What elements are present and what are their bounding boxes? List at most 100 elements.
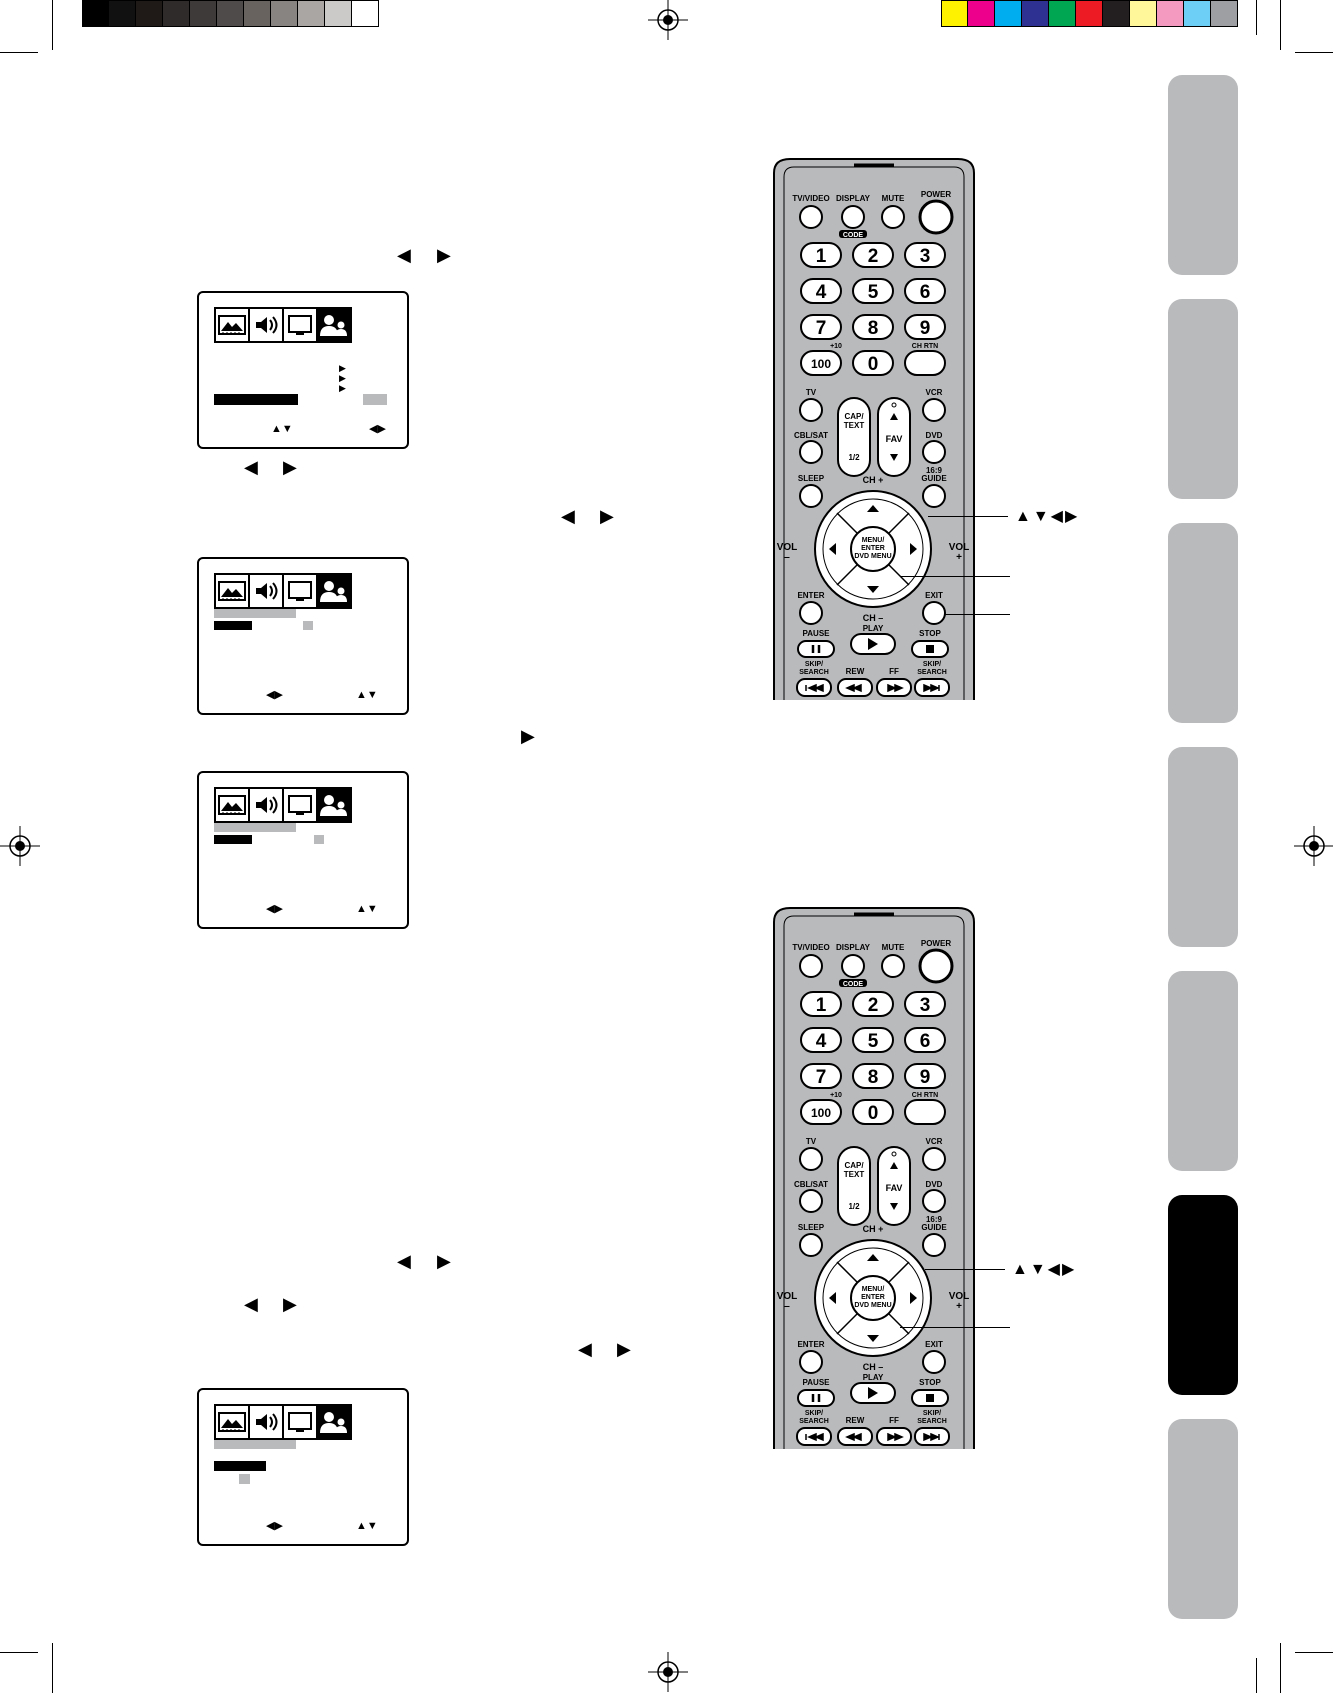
left-arrow-button[interactable]	[829, 1292, 836, 1304]
nav-select-hint: ▲▼	[356, 689, 378, 701]
digit-5-button[interactable]	[852, 278, 894, 304]
tv-button[interactable]	[799, 1147, 823, 1171]
setup-menu-icon	[284, 575, 318, 607]
pause-button[interactable]	[797, 640, 835, 658]
hundred-button[interactable]	[800, 350, 842, 376]
picture-menu-icon	[216, 575, 250, 607]
color-swatch	[968, 0, 995, 27]
fav-button[interactable]	[877, 1146, 911, 1226]
dvd-button[interactable]	[922, 1189, 946, 1213]
guide-button[interactable]	[922, 484, 946, 508]
digit-3-button[interactable]	[904, 991, 946, 1017]
digit-8-button[interactable]	[852, 1063, 894, 1089]
digit-5-button[interactable]	[852, 1027, 894, 1053]
vcr-button[interactable]	[922, 1147, 946, 1171]
value-field	[239, 1474, 250, 1484]
sleep-button[interactable]	[799, 484, 823, 508]
color-swatch	[1022, 0, 1049, 27]
right-arrow-button[interactable]	[910, 543, 917, 555]
section-tab-4[interactable]	[1168, 747, 1238, 947]
digit-6-button[interactable]	[904, 278, 946, 304]
arrow-buttons-label: ▲▼◀▶	[1012, 1261, 1077, 1278]
hundred-label: 100	[811, 1106, 831, 1120]
display-button[interactable]	[841, 205, 865, 229]
pause-button[interactable]	[797, 1389, 835, 1407]
exit-button[interactable]	[922, 1350, 946, 1374]
registration-mark-bottom	[648, 1652, 688, 1692]
hundred-button[interactable]	[800, 1099, 842, 1125]
zero-button[interactable]	[852, 1099, 894, 1125]
section-tab-2[interactable]	[1168, 299, 1238, 499]
digit-9-button[interactable]	[904, 1063, 946, 1089]
digit-1-button[interactable]	[800, 991, 842, 1017]
zero-button[interactable]	[852, 350, 894, 376]
tv-button[interactable]	[799, 398, 823, 422]
right-arrow-button[interactable]	[910, 1292, 917, 1304]
digit-4-button[interactable]	[800, 1027, 842, 1053]
gray-swatch	[325, 0, 352, 27]
menu-enter-button[interactable]	[850, 1275, 896, 1321]
exit-button[interactable]	[922, 601, 946, 625]
mute-button[interactable]	[881, 954, 905, 978]
power-button[interactable]	[918, 199, 954, 235]
gray-swatch	[136, 0, 163, 27]
cap-text-label: TEXT	[844, 421, 865, 430]
enter-button[interactable]	[799, 1350, 823, 1374]
cap-text-button[interactable]	[837, 1146, 871, 1226]
cap-text-button[interactable]	[837, 397, 871, 477]
digit-4-button[interactable]	[800, 278, 842, 304]
locks-menu-icon	[318, 309, 350, 341]
vol-right-label: VOL	[949, 1291, 970, 1302]
digit-1-button[interactable]	[800, 242, 842, 268]
down-arrow-button[interactable]	[867, 586, 879, 593]
section-tab-7[interactable]	[1168, 1419, 1238, 1619]
vcr-button[interactable]	[922, 398, 946, 422]
ch-rtn-button[interactable]	[904, 350, 946, 376]
digit-9-button[interactable]	[904, 314, 946, 340]
digit-7-button[interactable]	[800, 314, 842, 340]
grayscale-bar	[82, 0, 379, 27]
up-arrow-button[interactable]	[867, 1254, 879, 1261]
ch-plus-label: CH +	[863, 475, 884, 485]
mute-button[interactable]	[881, 205, 905, 229]
menu-title-bar	[214, 609, 296, 618]
section-tab-3[interactable]	[1168, 523, 1238, 723]
guide-button[interactable]	[922, 1233, 946, 1257]
sleep-label: SLEEP	[798, 474, 825, 483]
power-button[interactable]	[918, 948, 954, 984]
menu-enter-button[interactable]	[850, 526, 896, 572]
code-badge	[839, 230, 867, 238]
display-button[interactable]	[841, 954, 865, 978]
aspect-label: 16:9	[926, 466, 943, 475]
section-tab-6-active[interactable]	[1168, 1195, 1238, 1395]
enter-button[interactable]	[799, 601, 823, 625]
ch-plus-label: CH +	[863, 1224, 884, 1234]
digit-7-button[interactable]	[800, 1063, 842, 1089]
sleep-button[interactable]	[799, 1233, 823, 1257]
cbl-sat-button[interactable]	[799, 440, 823, 464]
digit-8-button[interactable]	[852, 314, 894, 340]
vol-minus-label: –	[784, 552, 790, 563]
aspect-label: 16:9	[926, 1215, 943, 1224]
digit-2-button[interactable]	[852, 242, 894, 268]
dvd-button[interactable]	[922, 440, 946, 464]
digit-3-button[interactable]	[904, 242, 946, 268]
fav-dot-icon	[891, 1151, 897, 1157]
remote-body-inner	[783, 915, 965, 1449]
cbl-sat-button[interactable]	[799, 1189, 823, 1213]
digit-6-button[interactable]	[904, 1027, 946, 1053]
digit-2-button[interactable]	[852, 991, 894, 1017]
up-arrow-button[interactable]	[867, 505, 879, 512]
section-tab-5[interactable]	[1168, 971, 1238, 1171]
tv-video-button[interactable]	[799, 205, 823, 229]
exit-label: EXIT	[925, 591, 943, 600]
section-tab-1[interactable]	[1168, 75, 1238, 275]
down-arrow-button[interactable]	[867, 1335, 879, 1342]
tv-video-button[interactable]	[799, 954, 823, 978]
ch-rtn-button[interactable]	[904, 1099, 946, 1125]
fav-button[interactable]	[877, 397, 911, 477]
color-swatch	[1157, 0, 1184, 27]
left-arrow-button[interactable]	[829, 543, 836, 555]
fav-down-icon	[890, 1203, 898, 1210]
arrow-buttons-label: ▲▼◀▶	[1015, 508, 1080, 525]
